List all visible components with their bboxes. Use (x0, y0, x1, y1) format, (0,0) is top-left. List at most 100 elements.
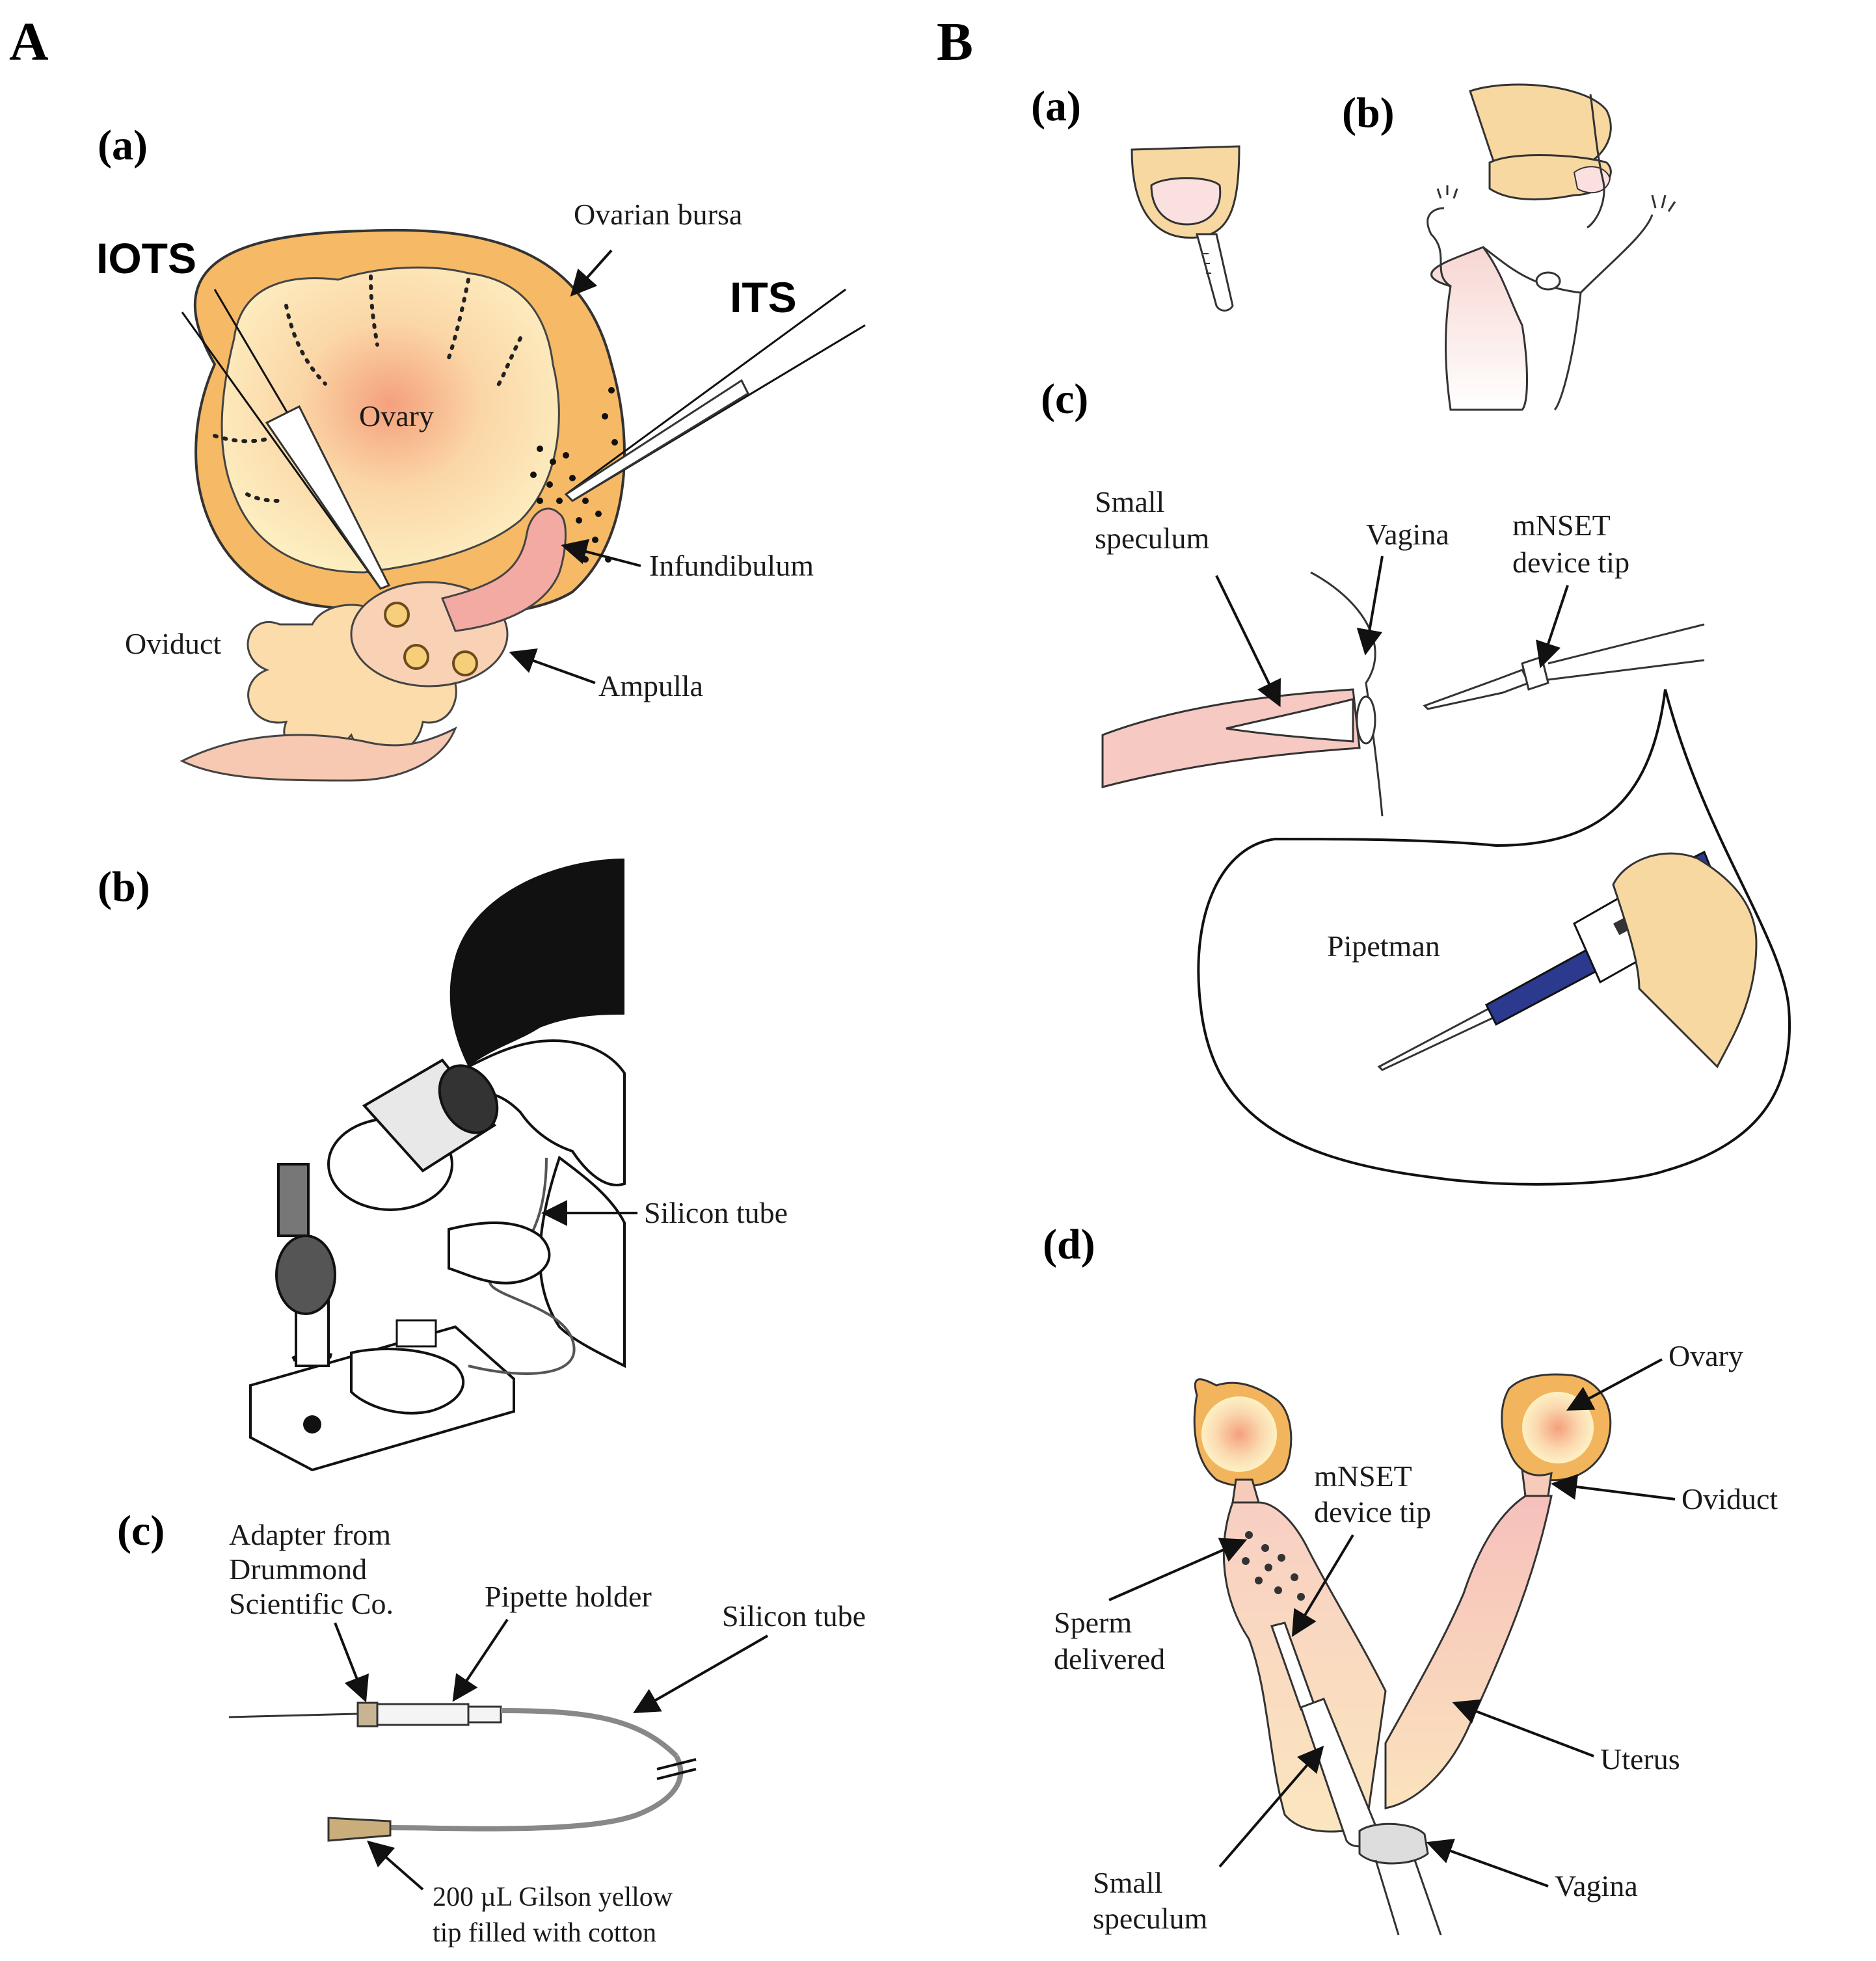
label-vagina-d: Vagina (1555, 1869, 1638, 1902)
arrow-oviduct-d (1551, 1474, 1676, 1501)
mouse-arm-right (1579, 214, 1654, 294)
slide (395, 1319, 437, 1348)
uterine-horn-right (1384, 1495, 1553, 1809)
pipetman-tip (1377, 1006, 1494, 1071)
label-gilson-2: tip filled with cotton (433, 1918, 656, 1948)
arrow-small-speculum-d (1218, 1745, 1324, 1868)
label-oviduct-d: Oviduct (1682, 1482, 1778, 1515)
arrow-gilson (366, 1840, 424, 1891)
mesentery-flap (180, 726, 457, 782)
device-in-mouse (1535, 271, 1561, 291)
pipetman-shaft (1485, 948, 1602, 1026)
arrow-uterus (1452, 1699, 1594, 1757)
uterine-horn-left (1222, 1501, 1387, 1833)
subpanel-label: (d) (1043, 1221, 1095, 1268)
arrow-ovary-d (1566, 1358, 1663, 1411)
arrow-pipette-holder (452, 1618, 509, 1702)
arrow-silicon-tube-c (633, 1634, 768, 1713)
adapter (356, 1701, 379, 1728)
label-mnset-d-2: device tip (1314, 1495, 1431, 1528)
label-small-speculum-d-1: Small (1093, 1866, 1162, 1899)
mnset-device-c (1423, 669, 1531, 710)
silicon-tube-b (468, 1157, 576, 1375)
hand-lower (350, 1348, 465, 1415)
label-its: ITS (730, 273, 797, 321)
label-gilson-1: 200 µL Gilson yellow (433, 1882, 673, 1912)
silicon-tube-c (500, 1708, 678, 1758)
label-infundibulum: Infundibulum (649, 549, 814, 582)
arrow-vagina-c (1356, 555, 1384, 656)
panel-label-a: A (9, 12, 49, 72)
person-body (539, 1155, 626, 1368)
arrow-sperm (1108, 1538, 1248, 1601)
arrow-small-speculum-c (1215, 575, 1281, 708)
microscope-post (277, 1163, 310, 1237)
infundibulum-shape (440, 507, 567, 632)
oocytes (384, 602, 478, 676)
subpanel-label: (b) (98, 863, 150, 911)
subpanel-label: (a) (98, 122, 148, 169)
panel-label-b: B (937, 12, 973, 72)
microscope-focus-knob (275, 1234, 336, 1315)
hand-upper (448, 1221, 551, 1285)
arrow-mnset-d (1291, 1534, 1354, 1637)
mouse-tail (1587, 94, 1605, 229)
panel-a-a: (a) (96, 122, 866, 782)
label-mnset-1: mNSET (1512, 509, 1611, 542)
pipetman-hand (1612, 852, 1758, 1069)
arrow-ampulla (509, 648, 596, 684)
microscope-knob (303, 1415, 321, 1434)
body-outline-c (1310, 571, 1384, 817)
label-ovary-d: Ovary (1668, 1339, 1743, 1372)
label-mnset-2: device tip (1512, 546, 1629, 579)
panel-b-a: (a) (1031, 83, 1240, 312)
mouse-arm-left (1427, 207, 1451, 287)
pipette-holder (376, 1703, 470, 1726)
subpanel-label: (a) (1031, 83, 1081, 130)
subpanel-label: (b) (1342, 89, 1395, 137)
arrow-ovarian-bursa (570, 249, 613, 297)
label-pipette-holder: Pipette holder (485, 1580, 652, 1613)
label-uterus: Uterus (1600, 1742, 1680, 1776)
label-silicon-tube-c: Silicon tube (722, 1599, 866, 1633)
device-held (1196, 233, 1234, 312)
glass-needle (228, 1713, 358, 1718)
person-hair (449, 859, 624, 1067)
arrow-vagina-d (1426, 1839, 1549, 1888)
label-adapter-2: Drummond (229, 1553, 367, 1586)
label-pipetman: Pipetman (1327, 929, 1440, 963)
lobe-dots (213, 274, 522, 503)
label-iots: IOTS (96, 234, 196, 282)
subpanel-label: (c) (117, 1507, 165, 1554)
label-ovarian-bursa: Ovarian bursa (574, 198, 742, 231)
inset-outline (1197, 689, 1791, 1186)
panel-b-b: (b) (1342, 83, 1676, 411)
panel-b-c: (c) Small speculum Vagina mNSET device t… (1041, 375, 1791, 1186)
label-silicon-tube-b: Silicon tube (644, 1196, 788, 1229)
fingernail (1150, 177, 1222, 226)
arrow-infundibulum (561, 539, 641, 567)
label-oviduct: Oviduct (125, 627, 221, 660)
its-pipette (564, 288, 866, 502)
label-sperm-2: delivered (1054, 1642, 1165, 1675)
label-vagina-c: Vagina (1366, 518, 1449, 551)
label-adapter-1: Adapter from (229, 1518, 391, 1551)
label-adapter-3: Scientific Co. (229, 1587, 394, 1620)
panel-a-c: (c) Adapter from Drummond Scientific Co.… (117, 1507, 866, 1948)
label-mnset-d-1: mNSET (1314, 1460, 1412, 1493)
speculum-d (1358, 1822, 1429, 1865)
panel-a-b: (b) Silicon tube (98, 859, 788, 1472)
eyepiece (438, 1064, 499, 1134)
arrow-adapter (334, 1622, 369, 1703)
mouse-body (1430, 246, 1528, 411)
label-ampulla: Ampulla (598, 669, 703, 702)
label-small-speculum-d-2: speculum (1093, 1902, 1208, 1935)
gilson-tip (327, 1817, 392, 1842)
iots-pipette (181, 289, 391, 590)
arrow-mnset-c (1536, 585, 1569, 669)
subpanel-label: (c) (1041, 375, 1088, 423)
speculum-c (1226, 698, 1354, 743)
label-small-speculum-2: speculum (1095, 522, 1210, 555)
panel-b-d: (d) Ovary Oviduct mNSET device tip Sperm… (1043, 1221, 1778, 1936)
